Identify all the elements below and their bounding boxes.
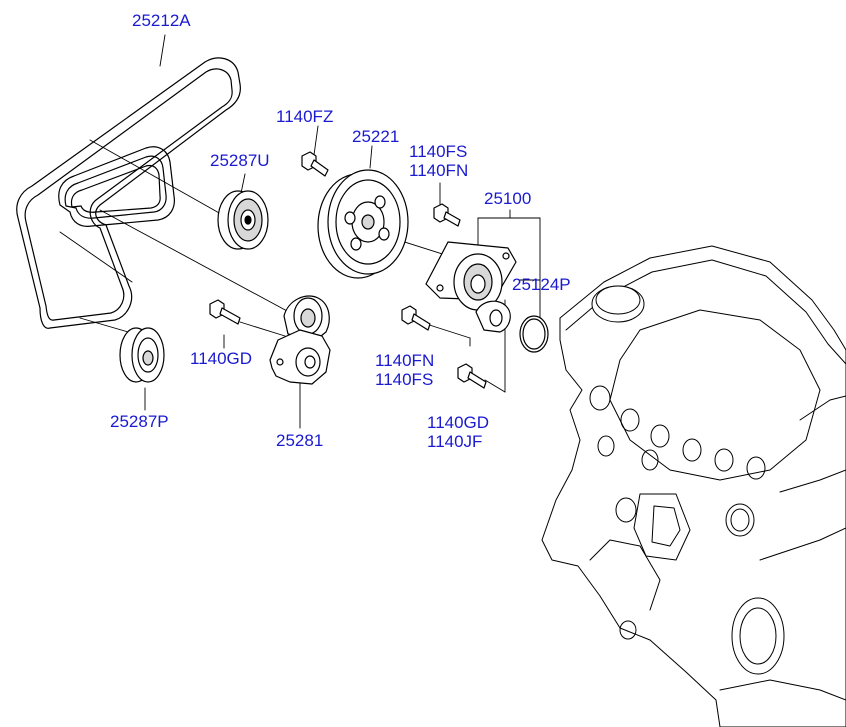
- label-pump-bolt-mid-1: 1140FN: [375, 351, 435, 370]
- bolt-pump-low: [457, 363, 487, 389]
- label-tensioner-bolt: 1140GD: [190, 349, 253, 368]
- idler-pulley-lower: [119, 327, 165, 383]
- drive-belt: [16, 57, 241, 329]
- belt-tensioner: [269, 295, 331, 385]
- bolt-pump-top: [433, 203, 461, 227]
- label-pulley-bolt: 1140FZ: [276, 107, 334, 126]
- bolt-tensioner: [209, 299, 241, 325]
- bolt-pulley: [301, 151, 329, 177]
- label-pump-bolt-mid-2: 1140FS: [375, 370, 434, 389]
- label-water-pump: 25100: [484, 189, 532, 208]
- label-belt: 25212A: [132, 11, 191, 30]
- label-pump-bolt-top-1: 1140FS: [409, 142, 468, 161]
- label-idler-upper: 25287U: [210, 151, 270, 170]
- label-pump-bolt-low-2: 1140JF: [427, 432, 483, 451]
- water-pump-pulley: [317, 169, 409, 279]
- water-pump: [425, 241, 517, 333]
- gasket-ring: [519, 315, 549, 353]
- label-idler-lower: 25287P: [110, 412, 169, 431]
- label-pump-bolt-top-2: 1140FN: [409, 161, 469, 180]
- label-water-pump-pulley: 25221: [352, 127, 400, 146]
- idler-pulley-upper: [217, 190, 269, 250]
- label-gasket: 25124P: [512, 275, 571, 294]
- engine-block: [541, 245, 846, 727]
- bolt-pump-mid: [401, 305, 431, 331]
- label-pump-bolt-low-1: 1140GD: [427, 413, 490, 432]
- label-tensioner: 25281: [276, 431, 324, 450]
